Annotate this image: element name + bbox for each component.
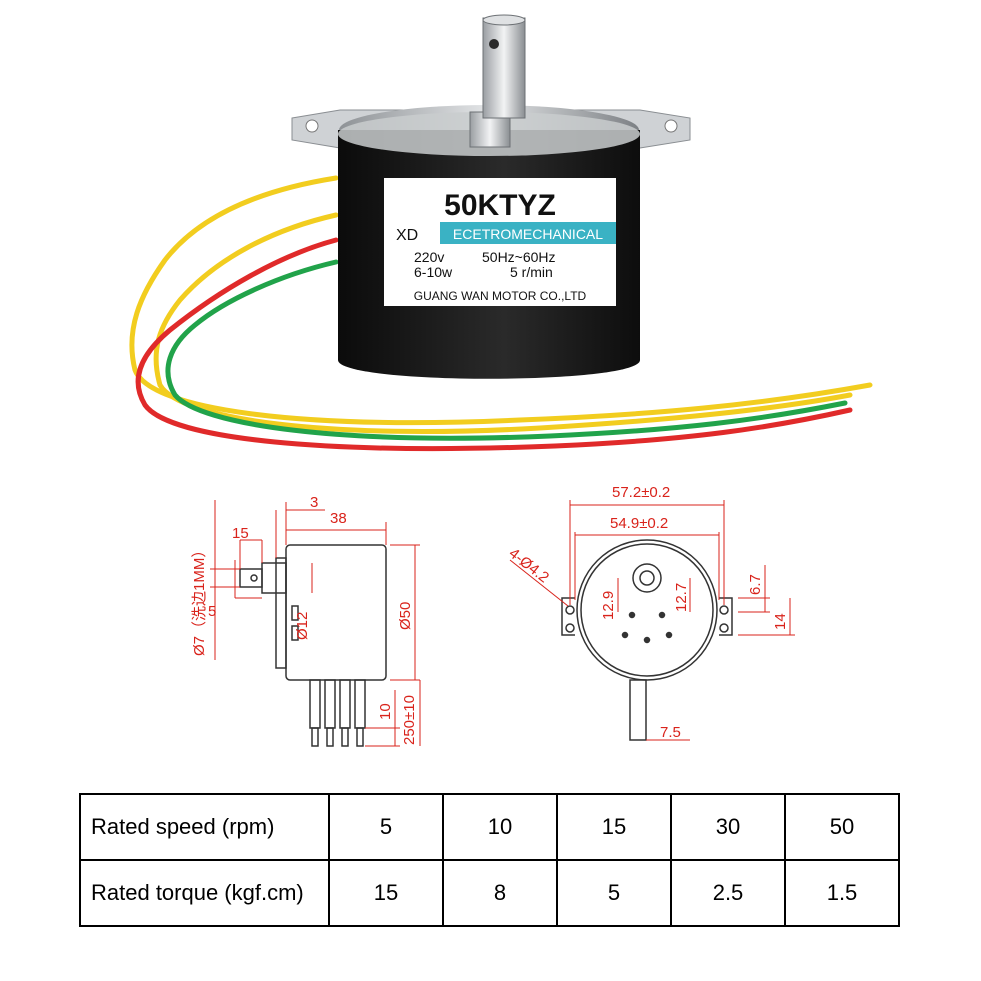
wires xyxy=(129,175,873,452)
label-brand: XD xyxy=(396,227,418,244)
torque-value: 8 xyxy=(442,859,558,927)
torque-value: 5 xyxy=(556,859,672,927)
label-power: 6-10w xyxy=(414,264,453,280)
side-view-dimension-lines xyxy=(210,500,421,747)
label-voltage: 220v xyxy=(414,249,444,265)
label-type: ECETROMECHANICAL xyxy=(453,226,603,242)
dim-left-b: 5 xyxy=(208,603,216,620)
label-model: 50KTYZ xyxy=(444,189,556,222)
shaft xyxy=(482,17,526,119)
row-label-torque: Rated torque (kgf.cm) xyxy=(79,859,330,927)
dim-inner: 54.9±0.2 xyxy=(610,515,668,532)
front-view-dimension-lines xyxy=(509,500,795,741)
flange-hole-right xyxy=(664,119,678,133)
dim-shaft: Ø7（洗边1MM） xyxy=(191,543,208,656)
dim-outer: 57.2±0.2 xyxy=(612,484,670,501)
dim-wire: 7.5 xyxy=(660,724,681,741)
torque-value: 2.5 xyxy=(670,859,786,927)
table-row-torque: Rated torque (kgf.cm) 15 8 5 2.5 1.5 xyxy=(79,859,900,927)
dim-r2: 14 xyxy=(772,613,789,630)
torque-value: 1.5 xyxy=(784,859,900,927)
label-maker: GUANG WAN MOTOR CO.,LTD xyxy=(414,289,587,303)
dim-wire-b: 250±10 xyxy=(401,695,418,745)
torque-value: 15 xyxy=(328,859,444,927)
label-frequency: 50Hz~60Hz xyxy=(482,249,556,265)
motor-label: 50KTYZ XD ECETROMECHANICAL 220v 50Hz~60H… xyxy=(384,178,616,306)
dim-v1: 12.9 xyxy=(600,591,617,620)
speed-value: 10 xyxy=(442,793,558,861)
table-row-speed: Rated speed (rpm) 5 10 15 30 50 xyxy=(79,793,900,861)
row-label-speed: Rated speed (rpm) xyxy=(79,793,330,861)
side-view-wires xyxy=(309,679,366,747)
technical-drawings: 3 38 15 5 Ø7（洗边1MM） Ø12 Ø50 10 250±10 xyxy=(191,484,795,747)
dim-v2: 12.7 xyxy=(673,583,690,612)
dim-wire-a: 10 xyxy=(377,703,394,720)
front-view-drawing xyxy=(561,539,733,741)
speed-value: 5 xyxy=(328,793,444,861)
side-view-drawing xyxy=(239,544,387,747)
dim-top-a: 3 xyxy=(310,494,318,511)
dim-hub: Ø12 xyxy=(294,612,311,640)
speed-value: 15 xyxy=(556,793,672,861)
dim-body: Ø50 xyxy=(397,602,414,630)
dim-r1: 6.7 xyxy=(747,574,764,595)
motor-photo: 50KTYZ XD ECETROMECHANICAL 220v 50Hz~60H… xyxy=(129,14,873,452)
dim-top-b: 38 xyxy=(330,510,347,527)
speed-value: 50 xyxy=(784,793,900,861)
dim-left-a: 15 xyxy=(232,525,249,542)
dim-holes: 4-Ø4.2 xyxy=(506,545,553,587)
speed-value: 30 xyxy=(670,793,786,861)
shaft-hole xyxy=(489,39,499,49)
spec-table: Rated speed (rpm) 5 10 15 30 50 Rated to… xyxy=(79,793,900,927)
flange-hole-left xyxy=(305,119,319,133)
label-speed: 5 r/min xyxy=(510,264,553,280)
